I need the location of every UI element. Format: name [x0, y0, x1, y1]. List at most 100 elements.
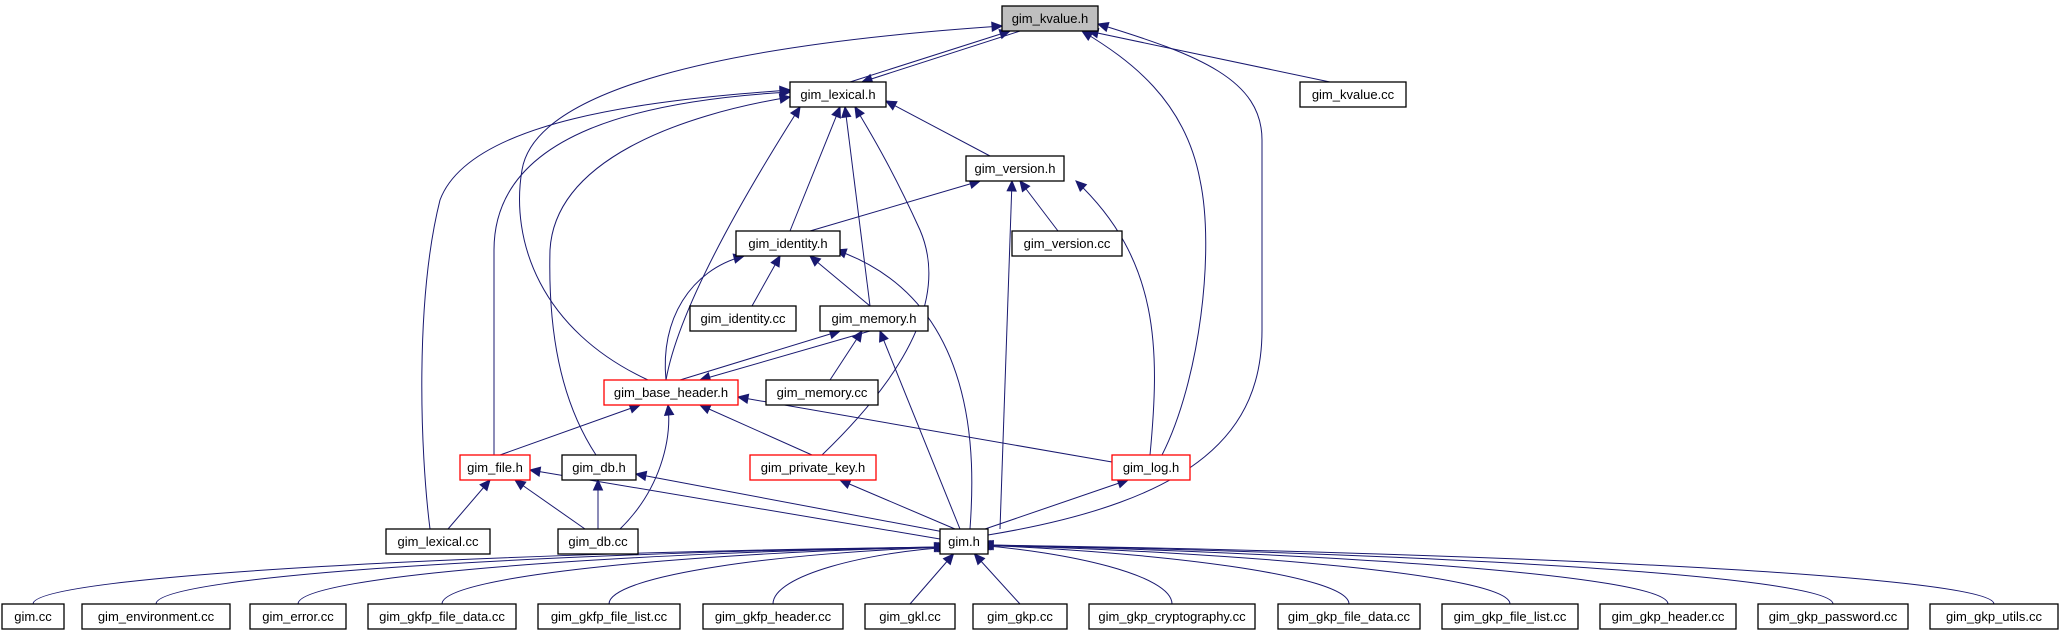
edge-gim-identity-h-to-gim-version-h-line [809, 180, 981, 232]
node-gim-gkp-cc[interactable]: gim_gkp.cc [972, 603, 1068, 630]
node-gim-file-h[interactable]: gim_file.h [459, 454, 531, 481]
node-gim-gkfp-header-cc[interactable]: gim_gkfp_header.cc [702, 603, 844, 630]
edge-gim-db-cc-to-gim-file-h-arrowhead [514, 479, 527, 491]
node-gim-gkp-password-cc[interactable]: gim_gkp_password.cc [1757, 603, 1909, 630]
node-gim-db-cc-box[interactable] [557, 528, 639, 555]
node-gim-lexical-h-box[interactable] [789, 81, 887, 108]
node-gim-gkp-file-data-cc-box[interactable] [1277, 603, 1421, 630]
edge-gim-log-h-to-gim-base-header-h-line [737, 396, 1113, 463]
edge-gim-identity-h-to-gim-lexical-h-line [789, 106, 841, 232]
node-gim-gkp-utils-cc[interactable]: gim_gkp_utils.cc [1929, 603, 2059, 630]
node-gim-cc-label: gim.cc [14, 609, 52, 624]
node-gim-identity-h[interactable]: gim_identity.h [735, 230, 841, 257]
node-gim-db-h[interactable]: gim_db.h [561, 454, 637, 481]
node-gim-gkp-file-list-cc-box[interactable] [1441, 603, 1579, 630]
edge-gim-error-cc-to-gim-h-line [297, 546, 948, 605]
node-gim-gkp-file-data-cc[interactable]: gim_gkp_file_data.cc [1277, 603, 1421, 630]
node-gim-private-key-h[interactable]: gim_private_key.h [749, 454, 877, 481]
node-gim-gkp-password-cc-box[interactable] [1757, 603, 1909, 630]
node-gim-lexical-cc-box[interactable] [385, 528, 491, 555]
node-gim-version-h[interactable]: gim_version.h [965, 155, 1065, 182]
node-gim-cc-box[interactable] [1, 603, 65, 630]
edge-gim-base-header-h-to-gim-memory-h-line [679, 330, 841, 381]
edge-gim-gkp-header-cc-to-gim-h [979, 539, 1669, 605]
node-gim-file-h-box[interactable] [459, 454, 531, 481]
edge-gim-h-to-gim-private-key-h-line [839, 479, 956, 530]
node-gim-h[interactable]: gim.h [939, 528, 989, 555]
node-gim-gkp-cc-box[interactable] [972, 603, 1068, 630]
edge-gim-h-to-gim-memory-h-line [879, 330, 961, 530]
edge-gim-h-to-gim-kvalue-h-line [987, 23, 1263, 536]
edge-gim-base-header-h-to-gim-lexical-h [665, 105, 801, 381]
node-gim-db-cc[interactable]: gim_db.cc [557, 528, 639, 555]
node-gim-gkp-cryptography-cc-label: gim_gkp_cryptography.cc [1098, 609, 1246, 624]
node-gim-h-box[interactable] [939, 528, 989, 555]
node-gim-cc[interactable]: gim.cc [1, 603, 65, 630]
node-gim-identity-h-box[interactable] [735, 230, 841, 257]
node-gim-gkp-header-cc[interactable]: gim_gkp_header.cc [1599, 603, 1737, 630]
node-gim-gkp-cryptography-cc-box[interactable] [1088, 603, 1256, 630]
node-gim-identity-cc[interactable]: gim_identity.cc [689, 305, 797, 332]
node-gim-version-h-box[interactable] [965, 155, 1065, 182]
edge-gim-log-h-to-gim-version-h-line [1075, 180, 1155, 456]
node-gim-gkp-file-list-cc[interactable]: gim_gkp_file_list.cc [1441, 603, 1579, 630]
edge-gim-gkp-utils-cc-to-gim-h [982, 539, 1995, 605]
edge-gim-memory-h-to-gim-lexical-h-arrowhead [841, 105, 852, 119]
node-gim-base-header-h-box[interactable] [603, 379, 739, 406]
edge-gim-log-h-to-gim-base-header-h [736, 393, 1113, 463]
node-gim-log-h-box[interactable] [1111, 454, 1191, 481]
edge-gim-lexical-cc-to-gim-lexical-h-line [421, 89, 791, 530]
edge-gim-h-to-gim-kvalue-h-arrowhead [1096, 22, 1110, 33]
node-gim-base-header-h[interactable]: gim_base_header.h [603, 379, 739, 406]
node-gim-lexical-cc[interactable]: gim_lexical.cc [385, 528, 491, 555]
node-gim-error-cc[interactable]: gim_error.cc [249, 603, 347, 630]
node-gim-memory-h[interactable]: gim_memory.h [819, 305, 929, 332]
node-gim-gkl-cc[interactable]: gim_gkl.cc [864, 603, 956, 630]
node-gim-environment-cc-label: gim_environment.cc [98, 609, 215, 624]
node-gim-gkfp-header-cc-box[interactable] [702, 603, 844, 630]
node-gim-gkfp-file-data-cc-box[interactable] [367, 603, 517, 630]
node-gim-environment-cc[interactable]: gim_environment.cc [81, 603, 231, 630]
edge-gim-version-h-to-gim-lexical-h-line [885, 100, 991, 157]
node-gim-gkp-utils-cc-label: gim_gkp_utils.cc [1946, 609, 2043, 624]
node-gim-memory-cc-box[interactable] [765, 379, 879, 406]
node-gim-version-cc[interactable]: gim_version.cc [1011, 230, 1123, 257]
node-gim-gkp-header-cc-box[interactable] [1599, 603, 1737, 630]
node-gim-gkp-file-data-cc-label: gim_gkp_file_data.cc [1288, 609, 1411, 624]
node-gim-identity-cc-box[interactable] [689, 305, 797, 332]
node-gim-memory-h-box[interactable] [819, 305, 929, 332]
node-gim-private-key-h-box[interactable] [749, 454, 877, 481]
edge-gim-private-key-h-to-gim-base-header-h [698, 404, 813, 456]
edge-gim-environment-cc-to-gim-h [155, 541, 947, 605]
node-gim-memory-cc-label: gim_memory.cc [777, 385, 868, 400]
node-gim-memory-cc[interactable]: gim_memory.cc [765, 379, 879, 406]
edge-gim-file-h-to-gim-base-header-h [499, 403, 642, 456]
edge-gim-h-to-gim-db-h [634, 470, 945, 533]
edge-gim-kvalue-h-to-gim-lexical-h-line [861, 30, 1021, 83]
edge-gim-h-to-gim-private-key-h [838, 479, 956, 530]
node-gim-kvalue-h[interactable]: gim_kvalue.h [1001, 5, 1099, 32]
edge-gim-file-h-to-gim-lexical-h-line [493, 91, 791, 455]
node-gim-gkfp-file-list-cc-box[interactable] [537, 603, 681, 630]
node-gim-error-cc-box[interactable] [249, 603, 347, 630]
node-gim-version-cc-box[interactable] [1011, 230, 1123, 257]
edge-gim-lexical-cc-to-gim-file-h [447, 479, 491, 530]
node-gim-kvalue-cc[interactable]: gim_kvalue.cc [1299, 81, 1407, 108]
node-gim-error-cc-label: gim_error.cc [262, 609, 334, 624]
node-gim-db-h-box[interactable] [561, 454, 637, 481]
node-gim-kvalue-cc-box[interactable] [1299, 81, 1407, 108]
node-gim-environment-cc-box[interactable] [81, 603, 231, 630]
edge-gim-h-to-gim-file-h-arrowhead [528, 466, 542, 477]
node-gim-gkp-utils-cc-box[interactable] [1929, 603, 2059, 630]
node-gim-gkfp-file-list-cc[interactable]: gim_gkfp_file_list.cc [537, 603, 681, 630]
node-gim-gkfp-file-data-cc[interactable]: gim_gkfp_file_data.cc [367, 603, 517, 630]
node-gim-gkp-cryptography-cc[interactable]: gim_gkp_cryptography.cc [1088, 603, 1256, 630]
edge-gim-h-to-gim-db-h-line [635, 473, 945, 533]
node-gim-log-h[interactable]: gim_log.h [1111, 454, 1191, 481]
node-gim-kvalue-h-box[interactable] [1001, 5, 1099, 32]
node-gim-gkl-cc-box[interactable] [864, 603, 956, 630]
edge-gim-identity-h-to-gim-lexical-h-arrowhead [831, 105, 841, 119]
edge-gim-db-h-to-gim-lexical-h-line [549, 96, 791, 456]
node-gim-lexical-h[interactable]: gim_lexical.h [789, 81, 887, 108]
node-gim-gkp-file-list-cc-label: gim_gkp_file_list.cc [1454, 609, 1567, 624]
